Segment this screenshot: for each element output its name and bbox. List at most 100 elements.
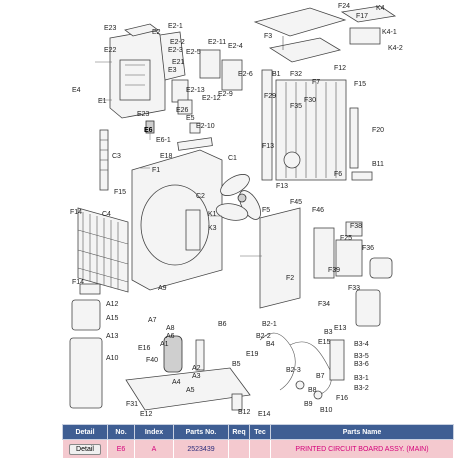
diagram-label: B3-6 (354, 361, 369, 368)
column-header-parts-no: Parts No. (173, 424, 229, 440)
diagram-label: E14 (258, 411, 271, 418)
diagram-label: A3 (192, 373, 201, 380)
fan-guard-grille (77, 207, 129, 293)
diagram-label: F2 (286, 275, 294, 282)
diagram-label: F36 (362, 245, 374, 252)
diagram-label: B9 (304, 401, 313, 408)
diagram-label: F40 (146, 357, 158, 364)
diagram-label: A4 (172, 379, 181, 386)
condenser-coil-assembly (261, 69, 373, 181)
support-rail (99, 129, 109, 191)
diagram-label: E2-12 (202, 95, 221, 102)
diagram-label: E2-3 (168, 47, 183, 54)
diagram-label: E2-4 (228, 43, 243, 50)
diagram-label: F31 (126, 401, 138, 408)
diagram-label: E23 (104, 25, 117, 32)
diagram-label: F1 (152, 167, 160, 174)
diagram-label: F6 (334, 171, 342, 178)
diagram-label: E2-1 (168, 23, 183, 30)
diagram-label: F3 (264, 33, 272, 40)
diagram-label: C4 (102, 211, 111, 218)
diagram-label: E4 (72, 87, 81, 94)
control-box-assembly (109, 23, 243, 151)
diagram-label: F14 (70, 209, 82, 216)
diagram-label: B8 (308, 387, 317, 394)
diagram-label: E23 (137, 111, 150, 118)
diagram-label: E2-5 (186, 49, 201, 56)
diagram-label: F35 (290, 103, 302, 110)
diagram-label: B3-4 (354, 341, 369, 348)
diagram-label: E16 (138, 345, 151, 352)
column-header-parts-name: Parts Name (270, 424, 454, 440)
diagram-label: E13 (334, 325, 347, 332)
diagram-label: A9 (158, 285, 167, 292)
diagram-label: F34 (318, 301, 330, 308)
side-panel (259, 207, 393, 327)
diagram-label: F46 (312, 207, 324, 214)
diagram-label: K3 (208, 225, 217, 232)
front-panel (131, 149, 223, 291)
diagram-label: F32 (290, 71, 302, 78)
diagram-label: E15 (318, 339, 331, 346)
diagram-label: B4 (266, 341, 275, 348)
diagram-label: A1 (160, 341, 169, 348)
diagram-label: A6 (166, 333, 175, 340)
diagram-label: E22 (104, 47, 117, 54)
part-number-cell: E6 (107, 439, 135, 459)
diagram-label: B3-5 (354, 353, 369, 360)
diagram-label: B2-3 (286, 367, 301, 374)
diagram-label: E2-9 (218, 91, 233, 98)
diagram-label: E3 (168, 67, 177, 74)
part-labels: E23 E2 E2-1 E2-2 E2-3 E2-4 E2-11 E21 E2-… (70, 3, 403, 418)
diagram-label: B5 (232, 361, 241, 368)
diagram-label: B6 (218, 321, 227, 328)
diagram-label: F45 (290, 199, 302, 206)
parts-name-cell: PRINTED CIRCUIT BOARD ASSY. (MAIN) (270, 439, 454, 459)
diagram-label: E6-1 (156, 137, 171, 144)
diagram-label: F17 (356, 13, 368, 20)
leader-lines (95, 61, 262, 257)
diagram-label: B10 (320, 407, 333, 414)
diagram-label: F15 (114, 189, 126, 196)
diagram-label: E2-6 (238, 71, 253, 78)
diagram-label: E2-10 (196, 123, 215, 130)
parts-no-cell: 2523439 (173, 439, 229, 459)
compressor-base-assembly (69, 283, 345, 411)
diagram-label: C1 (228, 155, 237, 162)
top-panel-assembly (253, 5, 397, 63)
diagram-label: F29 (264, 93, 276, 100)
diagram-label: B2-2 (256, 333, 271, 340)
diagram-label: K1 (208, 211, 217, 218)
diagram-label: F5 (262, 207, 270, 214)
diagram-label: A12 (106, 301, 119, 308)
diagram-label: F16 (336, 395, 348, 402)
diagram-label: F20 (372, 127, 384, 134)
diagram-label: B12 (238, 409, 251, 416)
diagram-label: B2-1 (262, 321, 277, 328)
diagram-label: B3 (324, 329, 333, 336)
highlighted-part-label: E6 (144, 127, 153, 134)
req-cell (228, 439, 250, 459)
diagram-label: C2 (196, 193, 205, 200)
exploded-parts-diagram: E23 E2 E2-1 E2-2 E2-3 E2-4 E2-11 E21 E2-… (69, 3, 403, 418)
diagram-label: F13 (276, 183, 288, 190)
propeller-fan (215, 174, 261, 221)
diagram-label: B3-1 (354, 375, 369, 382)
diagram-label: E2-2 (170, 39, 185, 46)
diagram-label: E1 (98, 98, 107, 105)
diagram-label: E2-13 (186, 87, 205, 94)
diagram-label: F33 (348, 285, 360, 292)
column-header-no: No. (107, 424, 135, 440)
diagram-label: A13 (106, 333, 119, 340)
diagram-label: E2-11 (208, 39, 226, 46)
diagram-label: E19 (246, 351, 259, 358)
detail-button[interactable]: Detail (69, 443, 101, 455)
parts-table: Detail No. Index Parts No. Req Tec Parts… (62, 424, 454, 459)
diagram-label: F13 (262, 143, 274, 150)
diagram-label: K4 (376, 5, 385, 12)
diagram-label: F12 (334, 65, 346, 72)
diagram-label: F7 (312, 79, 320, 86)
diagram-label: F24 (338, 3, 350, 10)
diagram-label: B11 (372, 161, 384, 168)
diagram-label: B7 (316, 373, 325, 380)
